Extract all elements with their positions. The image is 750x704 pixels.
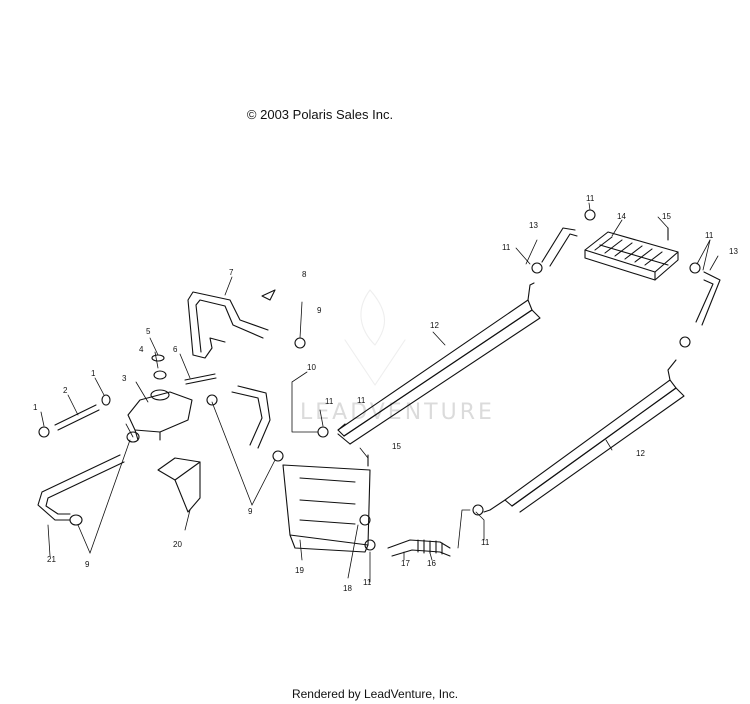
clamp-18 (359, 514, 371, 526)
clamp-11-a (317, 426, 329, 438)
clamp-11-f (472, 504, 484, 516)
callout-label: 20 (173, 540, 182, 549)
callout-label: 13 (729, 247, 738, 256)
callout-label: 15 (662, 212, 671, 221)
clamp-1-a (38, 426, 50, 438)
callout-label: 2 (63, 386, 68, 395)
callout-label: 11 (357, 396, 366, 405)
callout-label: 18 (343, 584, 352, 593)
callout-label: 7 (229, 268, 234, 277)
cap (153, 370, 167, 380)
callout-label: 11 (586, 194, 595, 203)
footer-credit: Rendered by LeadVenture, Inc. (291, 687, 459, 701)
callout-label: 10 (307, 363, 316, 372)
clamp-11-c (584, 209, 596, 221)
clamp-9-b (126, 431, 140, 443)
clamp-9-e (294, 337, 306, 349)
callout-label: 3 (122, 374, 127, 383)
hose-16-17 (387, 539, 451, 557)
callout-label: 6 (173, 345, 178, 354)
clamp-1-b (101, 394, 111, 406)
callout-label: 1 (91, 369, 96, 378)
callout-label: 11 (705, 231, 714, 240)
callout-label: 21 (47, 555, 56, 564)
callout-label: 1 (33, 403, 38, 412)
bracket-20 (157, 457, 201, 513)
clamp-11-g (364, 539, 376, 551)
callout-label: 9 (248, 507, 253, 516)
callout-label: 11 (325, 397, 334, 406)
callout-label: 12 (636, 449, 645, 458)
callout-label: 12 (430, 321, 439, 330)
hose-13-right (695, 271, 721, 326)
hose-10 (231, 385, 271, 449)
coolant-bottle (127, 389, 193, 441)
clamp-9-c (206, 394, 218, 406)
watermark-text: LEADVENTURE (300, 400, 495, 425)
clamp-11-e (679, 336, 691, 348)
clamp-8 (261, 289, 276, 301)
cooler-rail-upper-left (337, 282, 541, 445)
callout-label: 19 (295, 566, 304, 575)
hose-13-left (541, 227, 578, 267)
clamp-11-d (689, 262, 701, 274)
callout-label: 15 (392, 442, 401, 451)
callout-label: 9 (317, 306, 322, 315)
callout-label: 13 (529, 221, 538, 230)
callout-label: 14 (617, 212, 626, 221)
gasket (151, 354, 165, 362)
callout-label: 8 (302, 270, 307, 279)
callout-label: 16 (427, 559, 436, 568)
hose-21 (37, 454, 125, 521)
callout-label: 11 (502, 243, 511, 252)
callout-label: 11 (481, 538, 490, 547)
callout-label: 9 (85, 560, 90, 569)
tube-6 (184, 373, 217, 385)
callout-label: 4 (139, 345, 144, 354)
copyright-text: © 2003 Polaris Sales Inc. (246, 107, 394, 122)
clamp-9-a (69, 514, 83, 526)
heat-exchanger (584, 231, 679, 281)
hose-7 (187, 291, 269, 359)
callout-label: 17 (401, 559, 410, 568)
callout-label: 5 (146, 327, 151, 336)
clamp-11-b (531, 262, 543, 274)
clamp-9-d (272, 450, 284, 462)
watermark-logo (344, 289, 406, 386)
tube-2 (54, 404, 100, 431)
callout-label: 11 (363, 578, 372, 587)
tunnel-shield (282, 464, 371, 553)
cooler-rail-lower-right (483, 359, 685, 513)
